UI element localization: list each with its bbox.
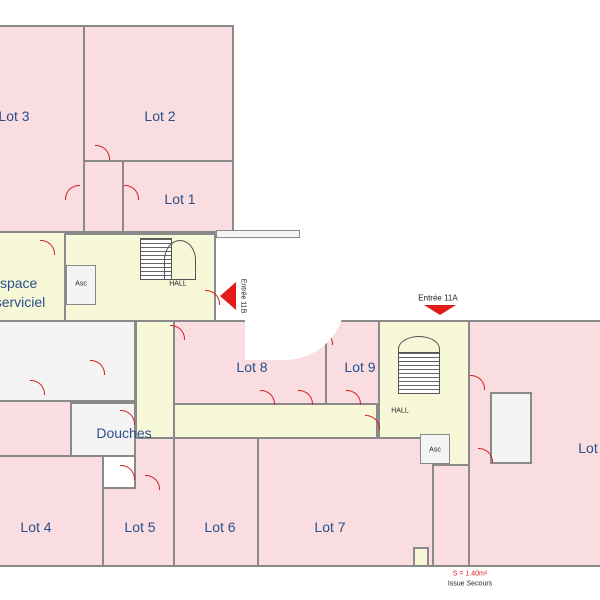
- elevator-right[interactable]: [420, 434, 450, 464]
- lot-8-label: Lot 8: [236, 359, 268, 375]
- asc-left-label: Asc: [75, 280, 87, 288]
- lot-4-label: Lot 4: [20, 519, 52, 535]
- entrance-left-label: Entrée 11B: [239, 278, 247, 314]
- entrance-left-arrow-icon[interactable]: [220, 282, 236, 310]
- lot-9-label: Lot 9: [344, 359, 376, 375]
- lot-1-corridor: [83, 160, 124, 233]
- lot-5-label: Lot 5: [124, 519, 156, 535]
- lot-6-area[interactable]: [173, 437, 259, 567]
- lot-1-label: Lot 1: [164, 191, 196, 207]
- hall-left-label: HALL: [169, 280, 187, 288]
- sanitary-block: [0, 320, 136, 402]
- espace-label-1: Espace: [0, 275, 38, 291]
- corridor-horizontal: [173, 403, 378, 439]
- lot-7-label: Lot 7: [314, 519, 346, 535]
- lot-3-area[interactable]: [0, 25, 85, 233]
- door-icon: [205, 290, 220, 305]
- asc-right-label: Asc: [429, 446, 441, 454]
- lot-2-area[interactable]: [83, 25, 234, 162]
- espace-serviciel-area[interactable]: [0, 231, 66, 322]
- door-icon: [120, 465, 135, 480]
- surface-label: S = 1.40m²: [452, 570, 488, 578]
- lot-4-lower: [0, 455, 104, 567]
- hall-right-label: HALL: [391, 407, 409, 415]
- entrance-right-label: Entrée 11A: [418, 293, 458, 303]
- emergency-exit-box: [413, 547, 429, 567]
- lot-6-label: Lot 6: [204, 519, 236, 535]
- issue-secours-label: Issue Secours: [447, 580, 493, 588]
- stair-curve-left: [164, 240, 196, 280]
- lot-7-area[interactable]: [257, 437, 434, 567]
- espace-label-2: serviciel: [0, 294, 46, 310]
- entrance-right-arrow-icon[interactable]: [424, 305, 456, 315]
- douches-label: Douches: [96, 425, 152, 441]
- lot-right-label: Lot: [578, 440, 598, 456]
- lot-7-right: [432, 464, 470, 567]
- stair-curve-right: [398, 336, 440, 362]
- roof-edge: [216, 230, 300, 238]
- sanitary-right: [490, 392, 532, 464]
- elevator-left[interactable]: [66, 265, 96, 305]
- lot-2-label: Lot 2: [144, 108, 176, 124]
- overlay-shape: [245, 245, 345, 360]
- lot-3-label: Lot 3: [0, 108, 30, 124]
